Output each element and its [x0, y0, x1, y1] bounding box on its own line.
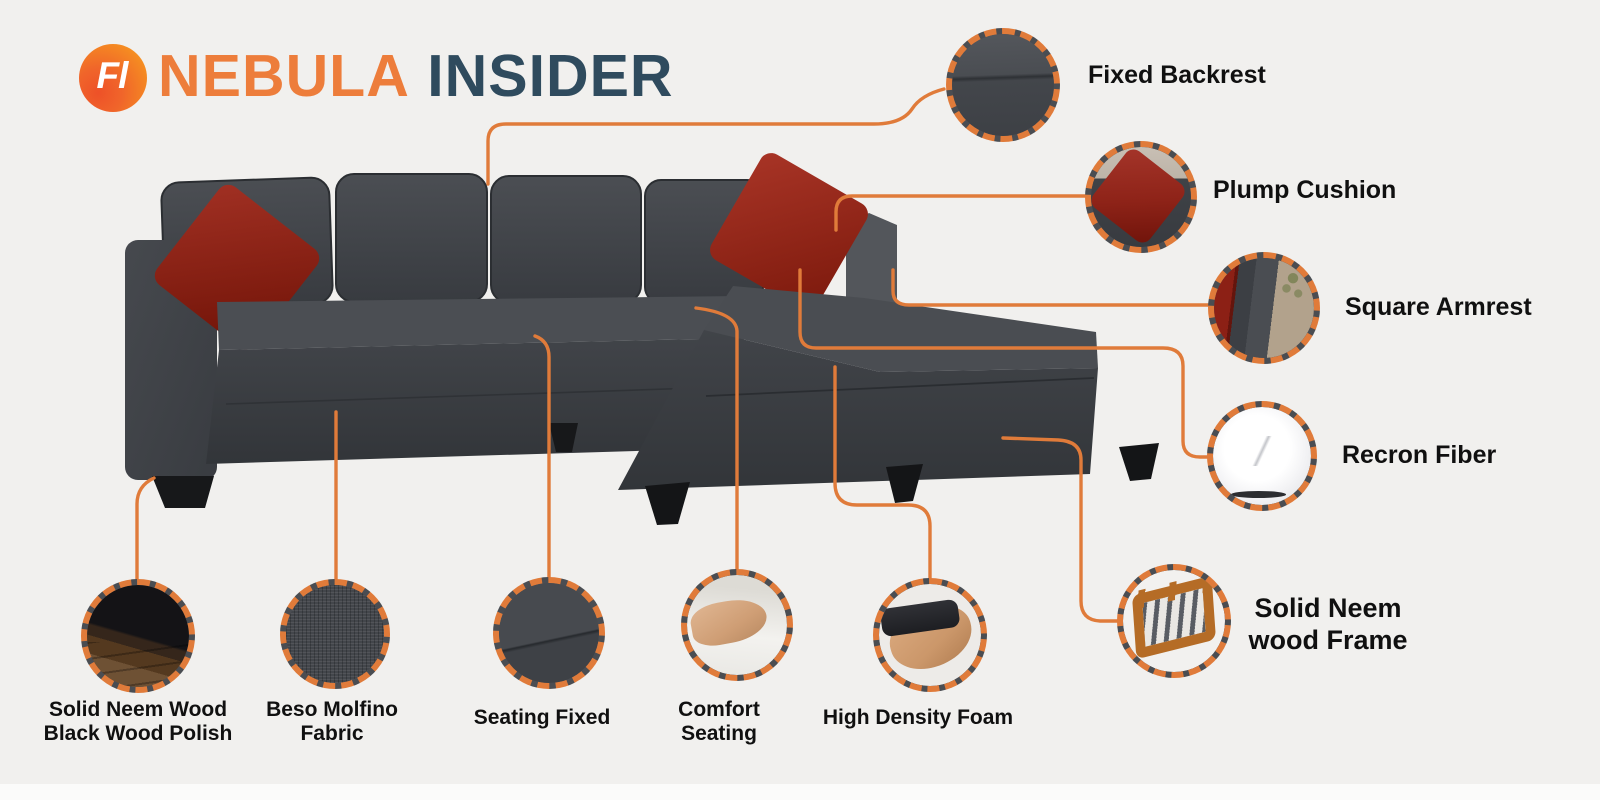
page-title: NEBULA INSIDER: [158, 43, 674, 109]
connector-plump-cushion: [834, 194, 1089, 232]
brand-logo-icon: Fl: [79, 44, 147, 112]
sofa-chaise-seam: [705, 377, 1095, 397]
connector-lines: [135, 87, 1211, 623]
feature-circle-neem-wood-frame: [1117, 564, 1231, 678]
feature-label-recron-fiber: Recron Fiber: [1342, 441, 1497, 469]
feature-circle-recron-fiber: [1207, 401, 1317, 511]
feature-label-seating-fixed: Seating Fixed: [473, 706, 611, 729]
backrest-photo: [952, 34, 1054, 136]
feature-circle-fixed-backrest: [946, 28, 1060, 142]
connector-comfort-seating: [694, 306, 739, 572]
feature-circle-seating-fixed: [493, 577, 605, 689]
sofa-seat-top: [217, 296, 744, 350]
square-armrest-photo: [1214, 258, 1314, 358]
connector-square-armrest: [891, 268, 1211, 307]
sofa-leg: [549, 423, 578, 452]
connector-neem-wood-frame: [1001, 436, 1120, 623]
connector-high-density-foam: [833, 365, 932, 581]
feature-circle-comfort-seating: [681, 569, 793, 681]
sofa-seat-seam: [225, 386, 727, 405]
connector-recron-fiber: [798, 268, 1210, 459]
sofa-right-armrest: [846, 213, 897, 322]
wood-frame-photo: [1123, 570, 1225, 672]
feature-circle-black-wood-polish: [81, 579, 195, 693]
sofa: [125, 153, 1159, 525]
recron-fiber-photo: [1213, 407, 1311, 505]
connector-black-wood-polish: [135, 476, 156, 582]
sofa-red-pillow-right: [710, 153, 868, 311]
feature-label-square-armrest: Square Armrest: [1345, 293, 1532, 321]
brand-logo-text: Fl: [96, 55, 129, 96]
bottom-strip: [0, 784, 1600, 800]
feature-label-plump-cushion: Plump Cushion: [1213, 176, 1397, 204]
feature-circle-high-density-foam: [873, 578, 987, 692]
sofa-back-cushion: [490, 175, 642, 304]
sofa-seat-front: [206, 338, 744, 464]
sofa-leg: [645, 482, 690, 525]
fabric-texture-photo: [286, 585, 384, 683]
title-secondary: INSIDER: [409, 43, 674, 109]
sofa-back-cushion: [335, 173, 488, 303]
sofa-leg: [152, 476, 214, 508]
feature-label-fixed-backrest: Fixed Backrest: [1088, 61, 1266, 89]
sofa-chaise-top: [704, 286, 1098, 372]
feature-circle-plump-cushion: [1085, 141, 1197, 253]
density-foam-photo: [879, 584, 981, 686]
feature-label-high-density-foam: High Density Foam: [822, 706, 1014, 729]
seating-fixed-photo: [499, 583, 599, 683]
feature-circle-beso-molfino: [280, 579, 390, 689]
wood-polish-photo: [87, 585, 189, 687]
connector-fixed-backrest: [486, 87, 946, 186]
feature-circle-square-armrest: [1208, 252, 1320, 364]
comfort-seating-photo: [687, 575, 787, 675]
connector-seating-fixed: [533, 334, 551, 580]
sofa-leg: [1119, 443, 1159, 481]
sofa-leg: [886, 464, 923, 503]
title-primary: NEBULA: [158, 43, 410, 109]
plump-cushion-photo: [1091, 147, 1191, 247]
